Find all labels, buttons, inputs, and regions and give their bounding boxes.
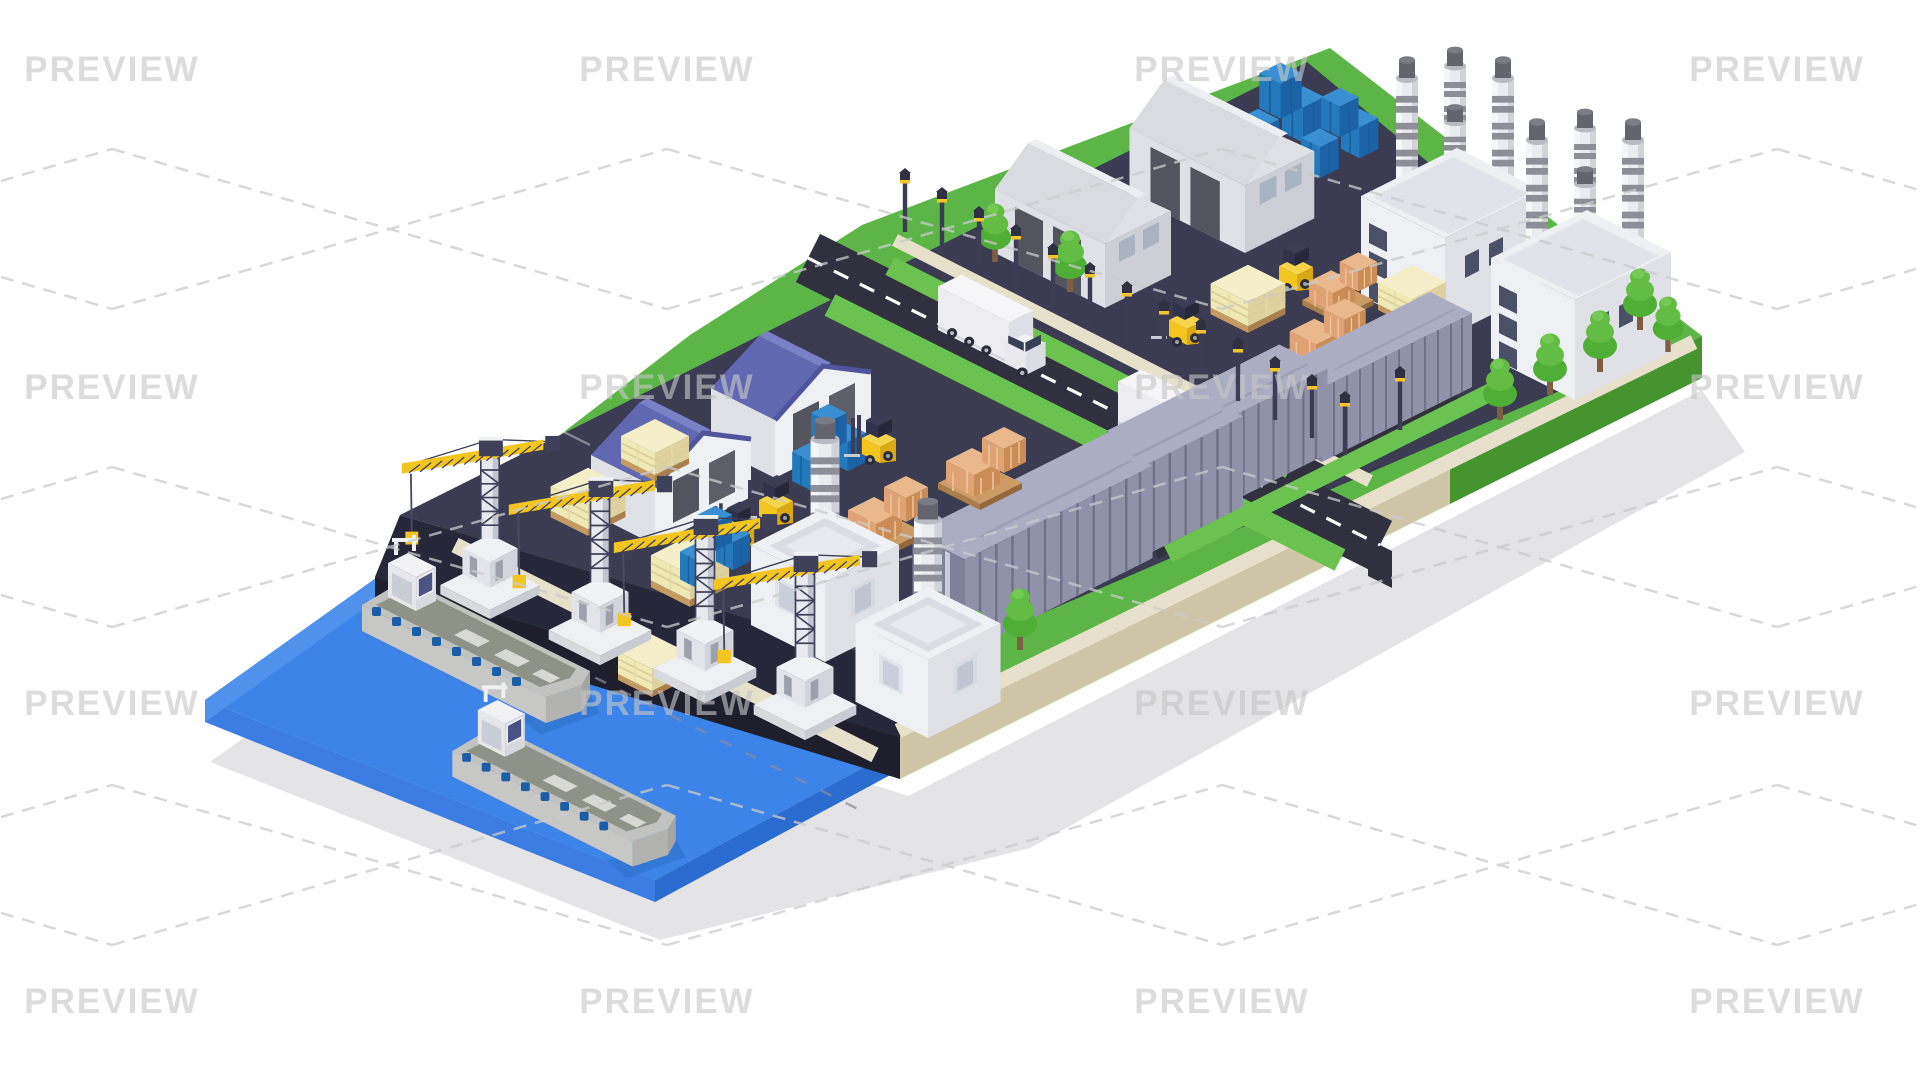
- factory: [1491, 109, 1671, 400]
